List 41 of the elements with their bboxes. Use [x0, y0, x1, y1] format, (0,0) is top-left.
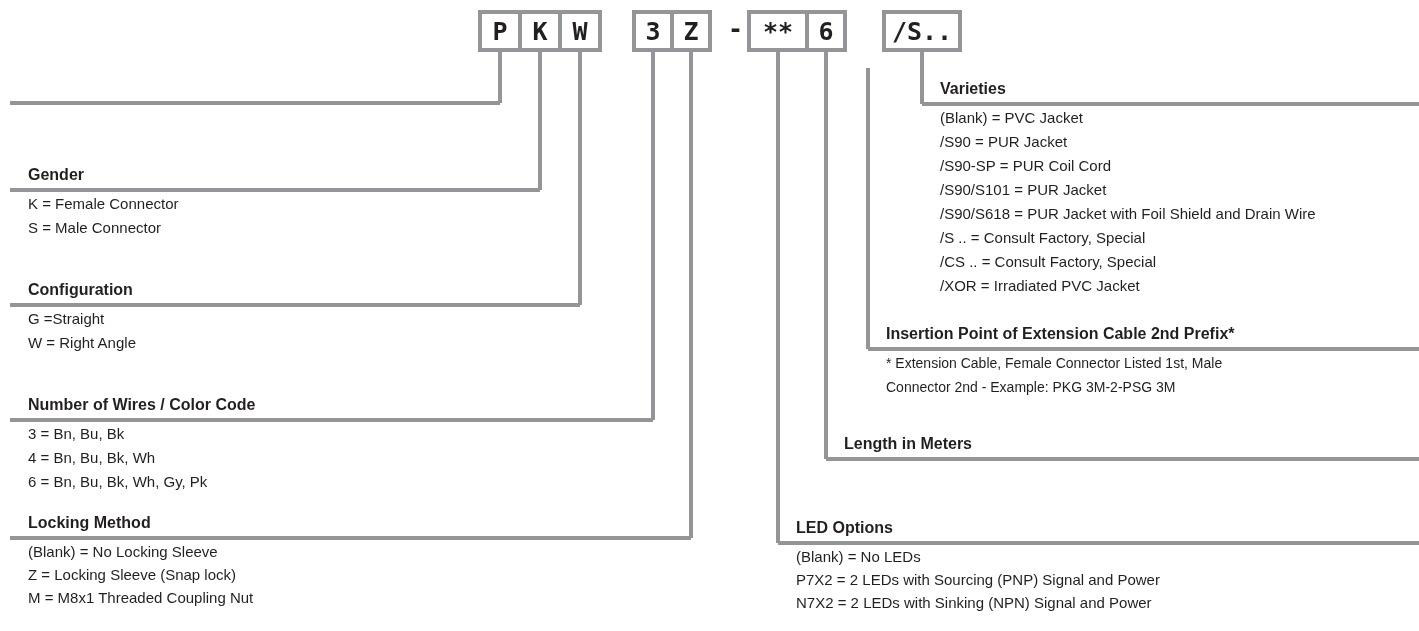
- section-heading: Varieties: [922, 74, 1419, 106]
- code-description: (Blank) = PVC Jacket: [939, 108, 1084, 128]
- section-heading: Locking Method: [10, 508, 691, 540]
- leader-line: [866, 68, 870, 349]
- separator-dash: -: [728, 14, 744, 43]
- section-heading: Insertion Point of Extension Cable 2nd Prefix*: [868, 319, 1419, 351]
- code-description: /XOR = Irradiated PVC Jacket: [939, 276, 1141, 296]
- code-description: P7X2 = 2 LEDs with Sourcing (PNP) Signal and Power: [795, 570, 1161, 590]
- leader-line: [824, 52, 828, 459]
- code-description: 4 = Bn, Bu, Bk, Wh: [27, 448, 157, 468]
- code-description: 6 = Bn, Bu, Bk, Wh, Gy, Pk: [27, 472, 209, 492]
- code-description: S = Male Connector: [27, 218, 162, 238]
- leader-line: [689, 52, 693, 538]
- section-heading: Configuration: [10, 275, 580, 307]
- code-description: (Blank) = No Locking Sleeve: [27, 542, 219, 562]
- section-heading: LED Options: [778, 513, 1419, 545]
- leader-line: [498, 52, 502, 103]
- code-description: /S90-SP = PUR Coil Cord: [939, 156, 1113, 176]
- code-description: G =Straight: [27, 309, 106, 329]
- leader-line: [776, 52, 780, 543]
- code-description: /CS .. = Consult Factory, Special: [939, 252, 1158, 272]
- code-description: /S90/S101 = PUR Jacket: [939, 180, 1108, 200]
- section-heading: Length in Meters: [826, 429, 1419, 461]
- leader-line: [920, 52, 924, 104]
- code-description: W = Right Angle: [27, 333, 137, 353]
- leader-line: [651, 52, 655, 420]
- code-description: 3 = Bn, Bu, Bk: [27, 424, 126, 444]
- code-description: K = Female Connector: [27, 194, 180, 214]
- code-description: /S90 = PUR Jacket: [939, 132, 1069, 152]
- leader-line: [578, 52, 582, 305]
- section-heading: Gender: [10, 160, 540, 192]
- code-description: Z = Locking Sleeve (Snap lock): [27, 565, 238, 585]
- code-letter-box: /S..: [882, 10, 962, 52]
- code-description: /S .. = Consult Factory, Special: [939, 228, 1147, 248]
- code-description: (Blank) = No LEDs: [795, 547, 922, 567]
- code-description: /S90/S618 = PUR Jacket with Foil Shield and Drain Wire: [939, 204, 1317, 224]
- section-heading: Number of Wires / Color Code: [10, 390, 653, 422]
- code-description: M = M8x1 Threaded Coupling Nut: [27, 588, 255, 608]
- code-description: N7X2 = 2 LEDs with Sinking (NPN) Signal and Power: [795, 593, 1153, 613]
- leader-line: [538, 52, 542, 190]
- code-description: * Extension Cable, Female Connector Listed 1st, Male Connector 2nd - Example: PKG 3M-2-PSG 3M: [885, 354, 1224, 397]
